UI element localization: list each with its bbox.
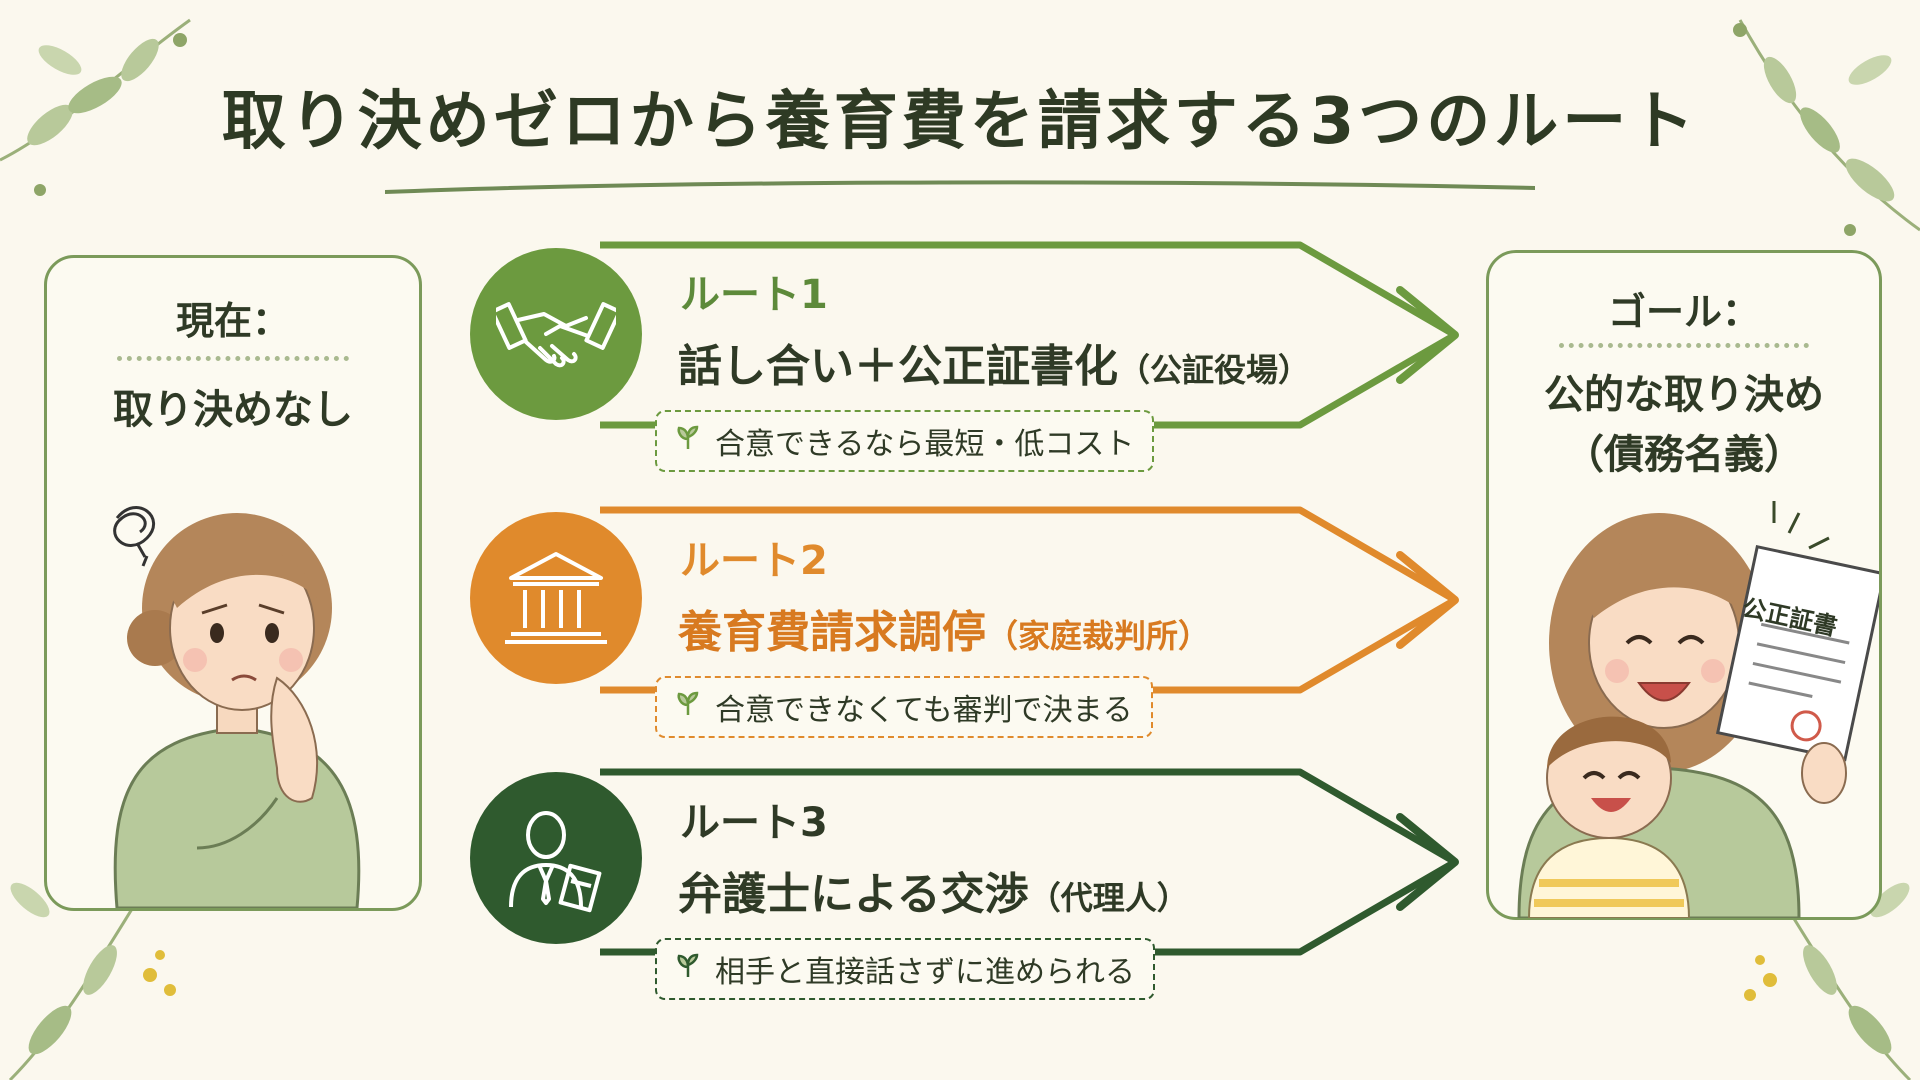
route-2-name: 養育費請求調停（家庭裁判所） [678, 596, 1210, 660]
route-3-note-text: 相手と直接話さずに進められる [715, 955, 1135, 990]
sprout-icon [675, 952, 701, 987]
corner-leaves-top-left [0, 18, 191, 196]
current-state-panel: 現在： 取り決めなし [44, 255, 422, 911]
notarial-document-icon [1715, 545, 1879, 762]
corner-leaves-top-right [1733, 19, 1920, 236]
route-2-note: 合意できなくても審判で決まる [655, 676, 1153, 738]
route-1-name-sub: （公証役場） [1118, 351, 1311, 389]
lawyer-icon [509, 811, 602, 913]
title-underline [385, 180, 1535, 194]
route-2-name-sub: （家庭裁判所） [986, 617, 1211, 655]
route-1-note: 合意できるなら最短・低コスト [655, 410, 1155, 472]
route-3-name-sub: （代理人） [1028, 879, 1189, 917]
route-2-icon-circle [470, 512, 642, 684]
route-3-label: ルート3 [680, 800, 828, 846]
route-1-name: 話し合い＋公正証書化（公証役場） [678, 330, 1310, 394]
goal-heading: ゴール： [1607, 290, 1760, 334]
page-title: 取り決めゼロから養育費を請求する3つのルート [221, 85, 1699, 159]
route-1-icon-circle [470, 248, 642, 420]
goal-panel: ゴール： 公的な取り決め （債務名義） [1486, 250, 1882, 920]
current-status: 取り決めなし [113, 387, 353, 433]
current-divider [117, 356, 349, 361]
route-1-name-main: 話し合い＋公正証書化 [678, 341, 1118, 392]
route-3-note: 相手と直接話さずに進められる [655, 938, 1155, 1000]
goal-line1: 公的な取り決め [1544, 372, 1824, 418]
route-1-label: ルート1 [680, 272, 828, 318]
sprout-icon [675, 690, 701, 725]
route-2-note-text: 合意できなくても審判で決まる [715, 693, 1133, 728]
route-3-name: 弁護士による交渉（代理人） [678, 858, 1189, 922]
worried-mother-illustration [113, 506, 361, 908]
current-heading: 現在： [175, 299, 290, 343]
handshake-icon [496, 302, 616, 368]
route-3-name-main: 弁護士による交渉 [678, 869, 1029, 920]
happy-mother-child-illustration [1517, 501, 1879, 918]
goal-line2: （債務名義） [1564, 432, 1804, 478]
route-1-note-text: 合意できるなら最短・低コスト [715, 427, 1135, 462]
sprout-icon [675, 424, 701, 459]
goal-divider [1559, 343, 1809, 348]
route-2-name-main: 養育費請求調停 [678, 607, 986, 658]
courthouse-icon [505, 552, 607, 644]
confusion-scribble-icon [113, 506, 155, 567]
route-3-icon-circle [470, 772, 642, 944]
route-2-label: ルート2 [680, 538, 828, 584]
